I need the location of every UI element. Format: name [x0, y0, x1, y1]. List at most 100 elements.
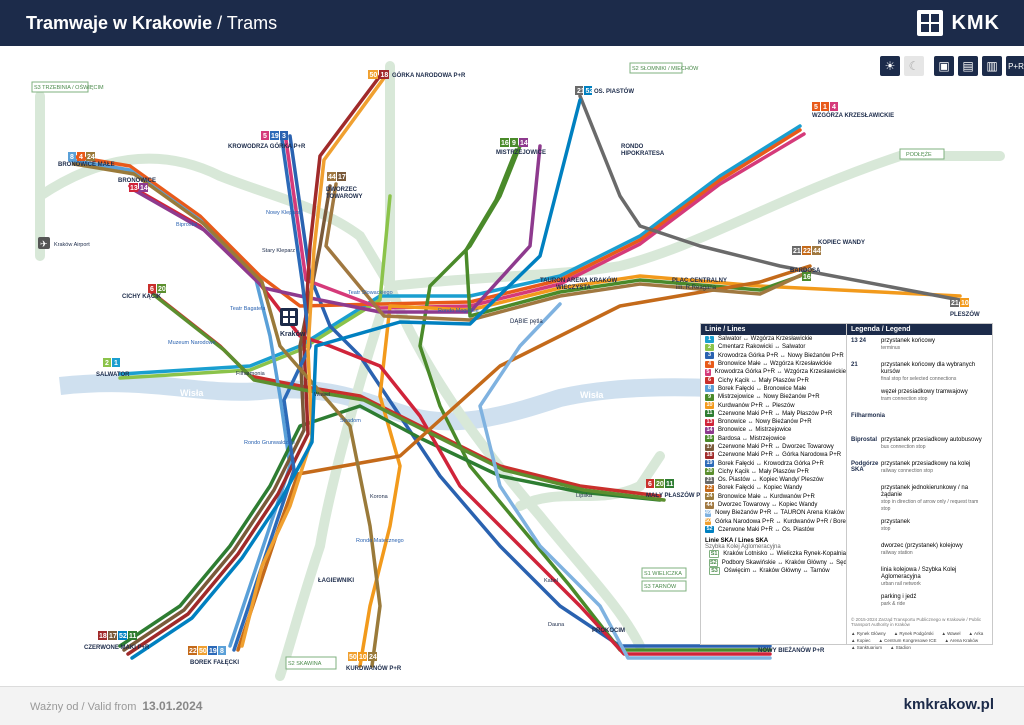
landmark-item: ▲ Kopiec: [851, 638, 871, 643]
view-controls: ☀ ☾ ▣ ▤ ▥ P+R: [880, 56, 1024, 76]
line-route-text: Czerwone Maki P+R ↔ Mały Płaszów P+R: [718, 410, 833, 417]
line-number-badge: 3: [705, 352, 714, 360]
legend-lines-title: Linie / Lines: [701, 324, 846, 335]
sun-icon[interactable]: ☀: [880, 56, 900, 76]
ska-route-text: Oświęcim ↔ Kraków Główny ↔ Tarnów: [724, 567, 830, 574]
svg-text:PODŁĘŻE: PODŁĘŻE: [906, 151, 932, 158]
svg-text:19: 19: [271, 133, 279, 140]
line-number-badge: 4: [705, 360, 714, 368]
tram-line-44: [324, 182, 814, 322]
landmark-item: ▲ Wawel: [941, 631, 961, 636]
stop-kabel: Kabel: [544, 578, 558, 584]
svg-text:19: 19: [209, 648, 217, 655]
stop-rondo-mogilskie: Rondo Mogilskie: [438, 308, 479, 314]
line-number-badge: 11: [705, 410, 714, 418]
stop-krowodrza-gorka: KROWODRZA GÓRKA P+R: [228, 142, 306, 150]
svg-text:HIPOKRATESA: HIPOKRATESA: [621, 151, 665, 157]
svg-text:8: 8: [220, 648, 224, 655]
stop-nowy-kleparz: Nowy Kleparz: [266, 210, 300, 216]
svg-text:52: 52: [586, 88, 594, 95]
stop-rondo-grunwaldzkie: Rondo Grunwaldzkie: [244, 440, 295, 446]
line-route-text: Dworzec Towarowy ↔ Kopiec Wandy: [718, 502, 818, 509]
landmark-item: ▲ Arka: [968, 631, 984, 636]
svg-text:17: 17: [109, 633, 117, 640]
stop-stary-kleparz: Stary Kleparz: [262, 248, 295, 254]
park-ride-icon[interactable]: P+R: [1006, 56, 1024, 76]
svg-text:13: 13: [130, 185, 138, 192]
svg-text:50: 50: [199, 648, 207, 655]
tram-line-16: [464, 148, 802, 318]
tram-icon[interactable]: ▣: [934, 56, 954, 76]
svg-text:S3 TARNÓW: S3 TARNÓW: [644, 583, 677, 590]
line-route-text: Bardosa ↔ Mistrzejowice: [718, 435, 786, 442]
legend-symbols-title: Legenda / Legend: [847, 324, 992, 335]
stop-nowy-biezanow: NOWY BIEŻANÓW P+R: [758, 646, 825, 654]
line-number-badge: 44: [705, 501, 714, 509]
svg-text:18: 18: [99, 633, 107, 640]
river-label-west: Wisła: [180, 388, 204, 398]
line-number-badge: 13: [705, 418, 714, 426]
landmark-item: ▲ Rynek Podgórski: [893, 631, 934, 636]
svg-text:5: 5: [263, 133, 267, 140]
stop-rondo-matecznego: Rondo Matecznego: [356, 538, 404, 544]
tram-line-18: [126, 74, 382, 656]
tram-line-20: [152, 293, 666, 502]
tram-line-17: [122, 184, 332, 652]
line-route-text: Mistrzejowice ↔ Nowy Bieżanów P+R: [718, 394, 820, 401]
svg-text:S1 WIELICZKA: S1 WIELICZKA: [644, 571, 682, 577]
bus-icon[interactable]: ▤: [958, 56, 978, 76]
line-number-badge: 17: [705, 443, 714, 451]
line-number-badge: 24: [705, 493, 714, 501]
kmk-logo-icon: [917, 10, 944, 36]
landmark-item: ▲ Sanktuarium: [851, 645, 882, 650]
kmk-logo[interactable]: KMK: [917, 10, 1000, 36]
landmark-item: ▲ Stadion: [889, 645, 911, 650]
stop-pleszow: PLESZÓW: [950, 310, 980, 318]
line-number-badge: 20: [705, 468, 714, 476]
svg-text:50: 50: [370, 72, 378, 79]
tram-line-14: [132, 144, 542, 314]
legend-line-item: 44 Dworzec Towarowy ↔ Kopiec Wandy: [701, 501, 846, 509]
train-icon[interactable]: ▥: [982, 56, 1002, 76]
line-route-text: Kurdwanów P+R ↔ Pleszów: [718, 402, 795, 409]
legend-symbol: Filharmonia: [851, 413, 886, 419]
moon-icon[interactable]: ☾: [904, 56, 924, 76]
line-route-text: Cmentarz Rakowicki ↔ Salwator: [718, 344, 806, 351]
svg-text:16: 16: [501, 140, 509, 147]
svg-text:WIECZYSTA: WIECZYSTA: [556, 285, 592, 291]
svg-text:24: 24: [369, 654, 377, 661]
svg-text:50: 50: [349, 654, 357, 661]
website-link[interactable]: kmkrakow.pl: [903, 696, 994, 713]
tram-line-4: [68, 128, 802, 308]
stop-filharmonia: Filharmonia: [236, 371, 266, 377]
svg-text:10: 10: [961, 300, 969, 307]
svg-text:11: 11: [129, 633, 137, 640]
line-number-badge: 8: [705, 385, 714, 393]
line-number-badge: 6: [705, 377, 714, 385]
svg-text:✈: ✈: [40, 239, 48, 249]
stop-lagiewniki: ŁAGIEWNIKI: [318, 578, 354, 584]
stop-kopiec-wandy: KOPIEC WANDY: [818, 240, 865, 246]
svg-text:1: 1: [823, 104, 827, 111]
stop-salwator: SALWATOR: [96, 372, 130, 378]
direction-box-slomniki: [629, 62, 683, 74]
